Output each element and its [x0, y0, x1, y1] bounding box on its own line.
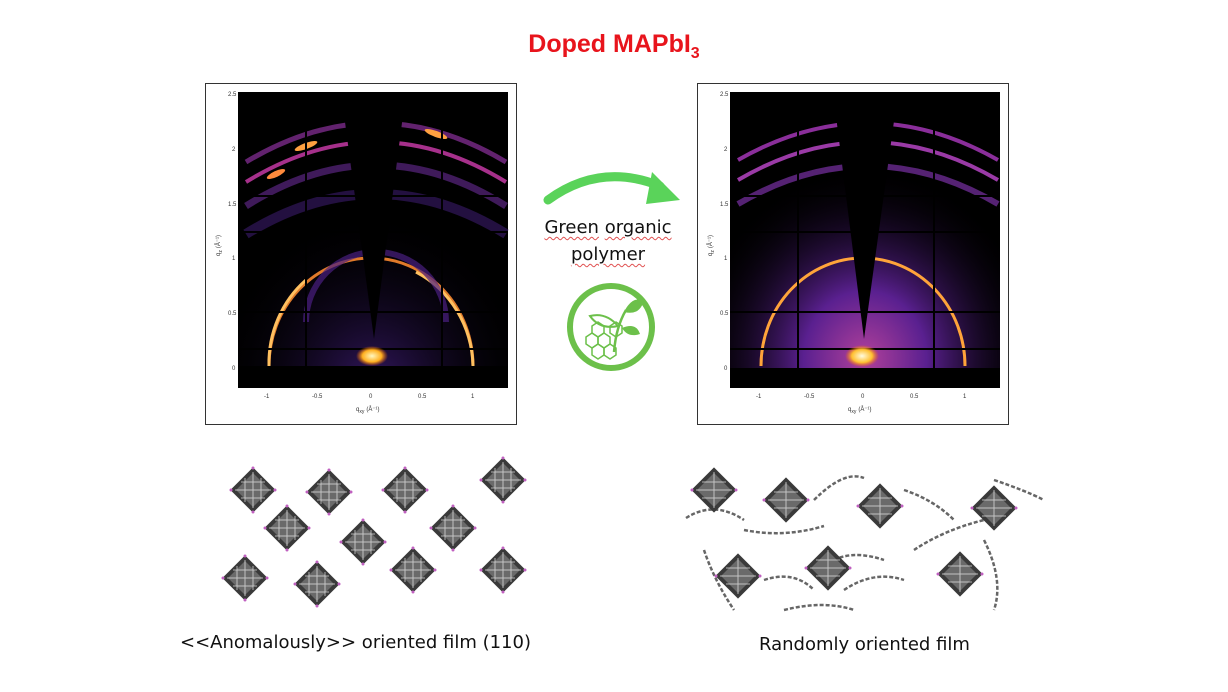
y-tick: 0: [724, 366, 728, 372]
right-caption: Randomly oriented film: [759, 634, 970, 655]
y-tick: 0: [232, 366, 236, 372]
x-axis-label: qxy(Å⁻¹): [356, 406, 380, 415]
y-axis-label: qz(Å⁻¹): [707, 235, 716, 256]
y-tick: 2: [724, 147, 728, 153]
x-tick: 0.5: [910, 394, 919, 400]
x-tick: -0.5: [312, 394, 323, 400]
x-tick: 0.5: [418, 394, 427, 400]
curved-arrow-icon: [543, 172, 680, 205]
y-tick: 0.5: [720, 311, 729, 317]
oriented-crystal-illustration: [221, 456, 527, 608]
x-tick: -1: [264, 394, 270, 400]
y-tick: 2: [232, 147, 236, 153]
y-axis-label: qz(Å⁻¹): [215, 235, 224, 256]
x-tick: -1: [756, 394, 762, 400]
y-tick: 2.5: [228, 92, 237, 98]
y-tick: 0.5: [228, 311, 237, 317]
y-tick: 1: [724, 256, 728, 262]
x-tick: 0: [861, 394, 865, 400]
giwaxs-plot-left: 2.5 2 1.5 1 0.5 0 -1 -0.5 0 0.5 1 qxy(Å⁻…: [205, 83, 517, 425]
x-tick: 1: [471, 394, 475, 400]
leaf-polymer-logo-icon: [567, 283, 655, 371]
left-caption: <<Anomalously>> oriented film (110): [180, 632, 531, 653]
giwaxs-plot-right: 2.5 2 1.5 1 0.5 0 -1 -0.5 0 0.5 1 qxy(Å⁻…: [697, 83, 1009, 425]
random-crystal-polymer-illustration: [685, 466, 1045, 612]
x-tick: -0.5: [804, 394, 815, 400]
x-tick: 1: [963, 394, 967, 400]
y-tick: 1: [232, 256, 236, 262]
y-tick: 2.5: [720, 92, 729, 98]
transition-label: Green organic polymer: [544, 217, 672, 265]
y-tick: 1.5: [720, 202, 729, 208]
page-title: Doped MAPbI3: [528, 30, 700, 62]
x-axis-label: qxy(Å⁻¹): [848, 406, 872, 415]
x-tick: 0: [369, 394, 373, 400]
y-tick: 1.5: [228, 202, 237, 208]
